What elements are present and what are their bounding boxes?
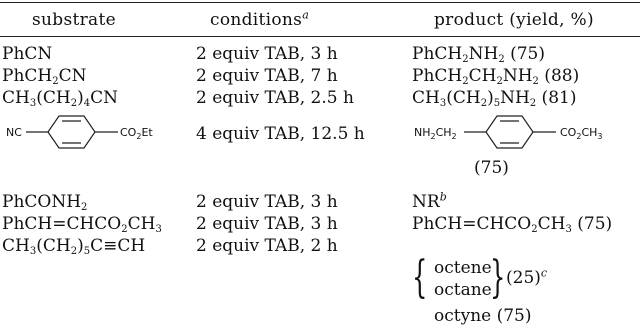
row4-product-yield: (75): [474, 158, 509, 178]
row7-conditions: 2 equiv TAB, 2 h: [196, 236, 338, 256]
row2-substrate: PhCH2CN: [2, 66, 87, 87]
row3-conditions: 2 equiv TAB, 2.5 h: [196, 88, 354, 108]
row4-substrate-structure: NC CO2Et: [6, 112, 196, 152]
left-brace: {: [412, 252, 428, 303]
table-header-rule: [0, 36, 640, 37]
row7-product-yield: (25)c: [506, 266, 548, 288]
row3-substrate: CH3(CH2)4CN: [2, 88, 118, 109]
row2-product: PhCH2CH2NH2 (88): [412, 66, 580, 87]
row5-product: NRb: [412, 190, 447, 212]
right-brace: }: [490, 252, 506, 303]
row7-product-octene: octene: [434, 258, 492, 278]
row6-conditions: 2 equiv TAB, 3 h: [196, 214, 338, 234]
row7-substrate: CH3(CH2)5C≡CH: [2, 236, 146, 257]
benzene-ring-icon: [464, 115, 556, 149]
row7-product-octane: octane: [434, 280, 492, 300]
row1-substrate: PhCN: [2, 44, 53, 64]
header-product: product (yield, %): [434, 10, 594, 30]
row7-product-extra: octyne (75): [434, 306, 532, 326]
row3-product: CH3(CH2)5NH2 (81): [412, 88, 577, 109]
row4-product-structure: NH2CH2 CO2CH3: [412, 112, 640, 152]
row4-conditions: 4 equiv TAB, 12.5 h: [196, 124, 365, 144]
row5-substrate: PhCONH2: [2, 192, 88, 213]
benzene-ring-icon: [26, 115, 118, 149]
row6-substrate: PhCH=CHCO2CH3: [2, 214, 162, 235]
header-substrate: substrate: [32, 10, 116, 30]
row1-product: PhCH2NH2 (75): [412, 44, 545, 65]
table-top-rule: [0, 2, 640, 3]
header-conditions: conditionsa: [210, 8, 310, 30]
row1-conditions: 2 equiv TAB, 3 h: [196, 44, 338, 64]
row5-conditions: 2 equiv TAB, 3 h: [196, 192, 338, 212]
row2-conditions: 2 equiv TAB, 7 h: [196, 66, 338, 86]
row6-product: PhCH=CHCO2CH3 (75): [412, 214, 613, 235]
